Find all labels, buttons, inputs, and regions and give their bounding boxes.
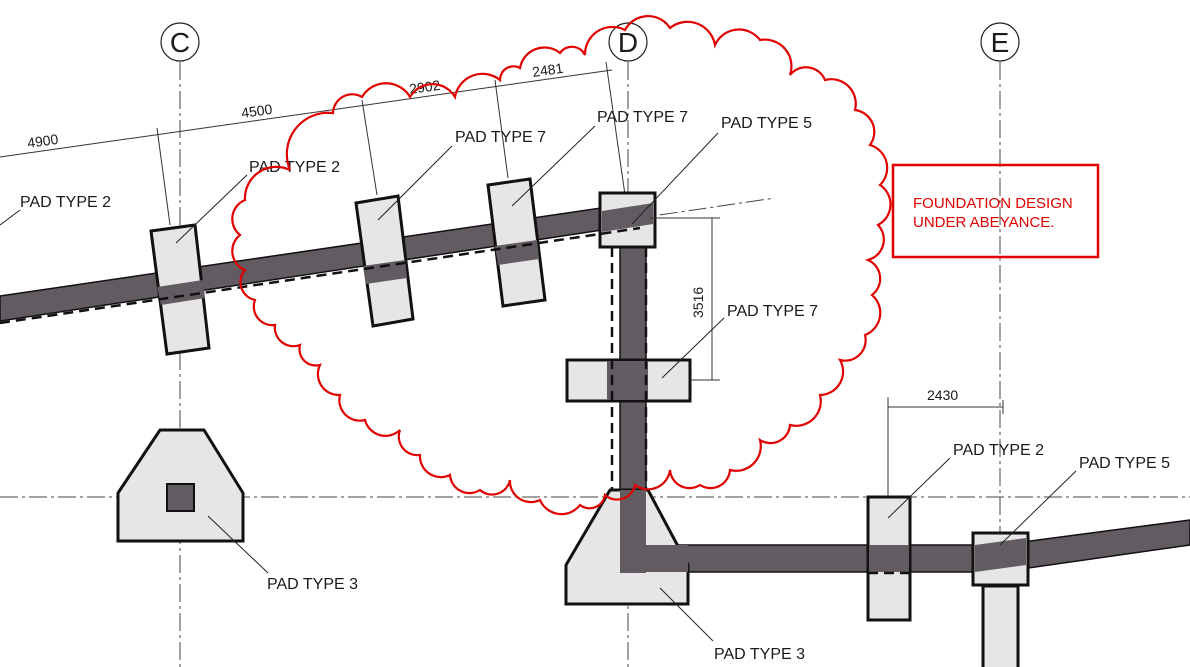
sloped-ground-beam bbox=[0, 201, 643, 322]
pad-type-5-grid-d bbox=[598, 191, 657, 249]
dimension-2430: 2430 bbox=[927, 387, 958, 403]
dimension-4500: 4500 bbox=[240, 101, 273, 121]
pad-type-5-grid-e bbox=[971, 531, 1030, 667]
dimension-2902: 2902 bbox=[408, 77, 441, 97]
grid-label-d: D bbox=[618, 27, 638, 58]
dimension-2430-group: 2430 bbox=[887, 387, 1004, 497]
revision-cloud-outline bbox=[231, 14, 892, 516]
abeyance-note: FOUNDATION DESIGN UNDER ABEYANCE. bbox=[891, 163, 1100, 259]
leader-lines bbox=[0, 125, 1077, 642]
label-pad-type-2-right: PAD TYPE 2 bbox=[953, 442, 1044, 459]
grid-label-c: C bbox=[170, 27, 190, 58]
dimension-4900: 4900 bbox=[26, 131, 59, 151]
note-box bbox=[891, 163, 1100, 259]
upper-dimension-string: 4900 4500 2902 2481 bbox=[0, 60, 626, 226]
dimension-line-upper bbox=[0, 69, 613, 158]
grid-label-e: E bbox=[991, 27, 1010, 58]
pad-type-2-grid-c bbox=[149, 223, 211, 356]
label-pad-type-7-a: PAD TYPE 7 bbox=[455, 129, 546, 146]
label-pad-type-2-left: PAD TYPE 2 bbox=[20, 194, 111, 211]
grid-bubble-d: D bbox=[608, 22, 648, 62]
pad-type-2-right bbox=[866, 495, 912, 622]
hidden-lines bbox=[0, 226, 648, 490]
note-line-2: UNDER ABEYANCE. bbox=[913, 214, 1054, 231]
pad-type-7-grid-d bbox=[565, 358, 692, 403]
label-pad-type-2-c: PAD TYPE 2 bbox=[249, 159, 340, 176]
label-pad-type-3-d: PAD TYPE 3 bbox=[714, 646, 805, 663]
pad-type-7-second bbox=[486, 177, 547, 308]
dimension-3516: 3516 bbox=[690, 287, 706, 318]
label-pad-type-5-d: PAD TYPE 5 bbox=[721, 115, 812, 132]
pad-type-7-first bbox=[354, 194, 415, 328]
label-pad-type-7-d: PAD TYPE 7 bbox=[727, 303, 818, 320]
dimension-2481: 2481 bbox=[531, 60, 564, 80]
label-pad-type-5-e: PAD TYPE 5 bbox=[1079, 455, 1170, 472]
label-pad-type-3-c: PAD TYPE 3 bbox=[267, 576, 358, 593]
revision-cloud bbox=[231, 14, 892, 516]
grid-bubble-c: C bbox=[160, 22, 200, 62]
note-line-1: FOUNDATION DESIGN bbox=[913, 195, 1073, 212]
pad-labels: PAD TYPE 2 PAD TYPE 2 PAD TYPE 7 PAD TYP… bbox=[20, 109, 1170, 663]
label-pad-type-7-b: PAD TYPE 7 bbox=[597, 109, 688, 126]
grid-bubble-e: E bbox=[980, 22, 1020, 62]
dimension-3516-group: 3516 bbox=[650, 217, 720, 381]
pad-type-3-grid-c bbox=[116, 428, 245, 543]
